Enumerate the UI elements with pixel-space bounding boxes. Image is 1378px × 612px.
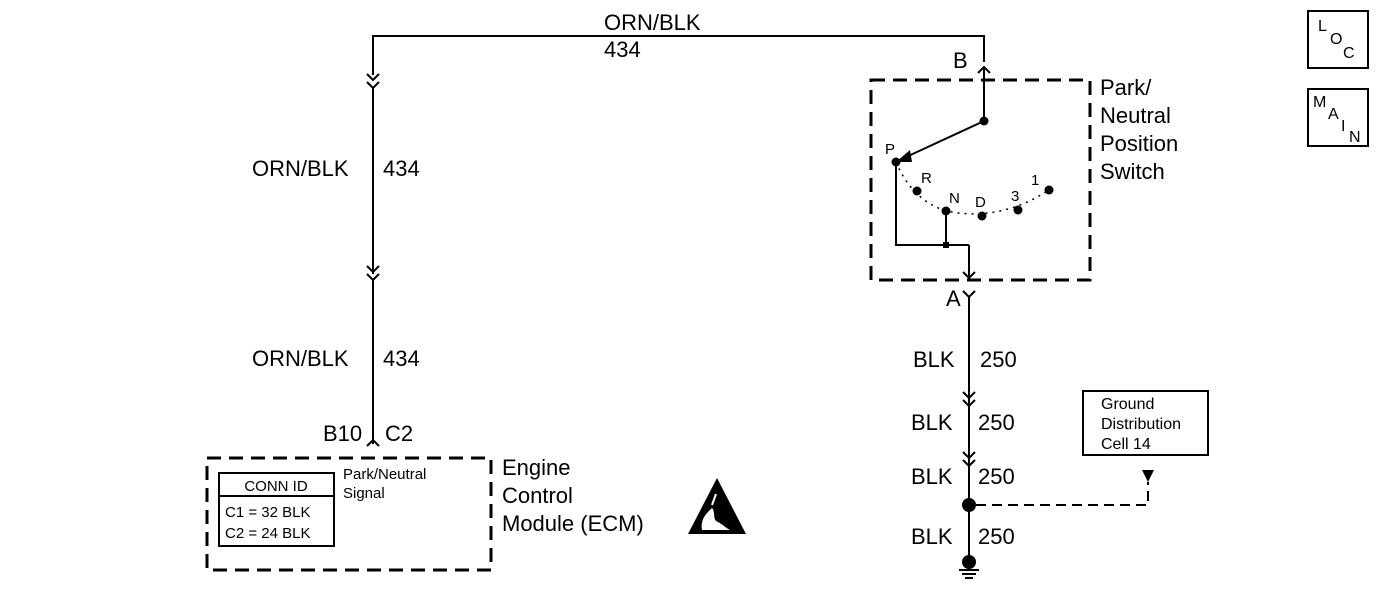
main-letter-3: I [1341, 118, 1345, 135]
main-letter-2: A [1328, 106, 1339, 123]
top-wire-circuit: 434 [604, 37, 641, 62]
ground-wire-circuit-3: 250 [978, 464, 1015, 489]
ecm-signal-label-2: Signal [343, 485, 385, 502]
ecm-connector-label: C2 [385, 421, 413, 446]
ground-wire: BLK 250 BLK 250 BLK 250 BLK 250 [911, 297, 1154, 562]
loc-letter-3: C [1343, 45, 1355, 62]
switch-terminal-a: A [946, 286, 961, 311]
switch-pos-r: R [921, 170, 932, 187]
main-button[interactable]: M A I N [1307, 88, 1369, 147]
switch-name-2: Neutral [1100, 103, 1171, 128]
switch-pos-d: D [975, 194, 986, 211]
switch-pos-1: 1 [1031, 172, 1039, 189]
top-wire: ORN/BLK 434 [372, 10, 985, 75]
ground-wire-color-1: BLK [913, 347, 955, 372]
left-wire: ORN/BLK 434 ORN/BLK 434 B10 C2 [252, 73, 420, 447]
ecm-signal-label-1: Park/Neutral [343, 466, 426, 483]
switch-pos-p: P [885, 141, 895, 158]
switch-name-3: Position [1100, 131, 1178, 156]
switch-name-1: Park/ [1100, 75, 1152, 100]
conn-id-header: CONN ID [244, 478, 308, 495]
main-letter-1: M [1313, 94, 1326, 111]
top-wire-color: ORN/BLK [604, 10, 701, 35]
ground-distribution-link[interactable]: Ground Distribution Cell 14 [1082, 390, 1209, 456]
ecm-name-2: Control [502, 483, 573, 508]
ecm-pin-label: B10 [323, 421, 362, 446]
left-wire-circuit-2: 434 [383, 346, 420, 371]
ground-wire-circuit-4: 250 [978, 524, 1015, 549]
ground-wire-circuit-1: 250 [980, 347, 1017, 372]
loc-letter-2: O [1330, 31, 1342, 48]
main-letter-4: N [1349, 129, 1361, 146]
esd-warning-icon [688, 478, 746, 534]
conn-id-row-1: C1 = 32 BLK [225, 504, 310, 521]
loc-letter-1: L [1318, 18, 1327, 35]
switch-pos-3: 3 [1011, 188, 1019, 205]
ground-ref-line-2: Distribution [1101, 416, 1181, 433]
switch-terminal-b: B [953, 48, 968, 73]
ecm-module: CONN ID C1 = 32 BLK C2 = 24 BLK Park/Neu… [205, 455, 644, 572]
conn-id-row-2: C2 = 24 BLK [225, 525, 310, 542]
ground-symbol-icon [959, 555, 979, 579]
ecm-name-3: Module (ECM) [502, 511, 644, 536]
ground-wire-color-3: BLK [911, 464, 953, 489]
ground-ref-line-3: Cell 14 [1101, 436, 1151, 453]
switch-name-4: Switch [1100, 159, 1165, 184]
pnp-switch: B P R N D 3 1 A Park/ Neutral Position S… [869, 48, 1178, 311]
ground-wire-color-4: BLK [911, 524, 953, 549]
ecm-name-1: Engine [502, 455, 571, 480]
ground-wire-circuit-2: 250 [978, 410, 1015, 435]
loc-button[interactable]: L O C [1307, 10, 1369, 69]
switch-pos-n: N [949, 190, 960, 207]
left-wire-color-1: ORN/BLK [252, 156, 349, 181]
ground-wire-color-2: BLK [911, 410, 953, 435]
ground-ref-line-1: Ground [1101, 396, 1154, 413]
ground-splice [962, 498, 976, 512]
left-wire-circuit-1: 434 [383, 156, 420, 181]
left-wire-color-2: ORN/BLK [252, 346, 349, 371]
